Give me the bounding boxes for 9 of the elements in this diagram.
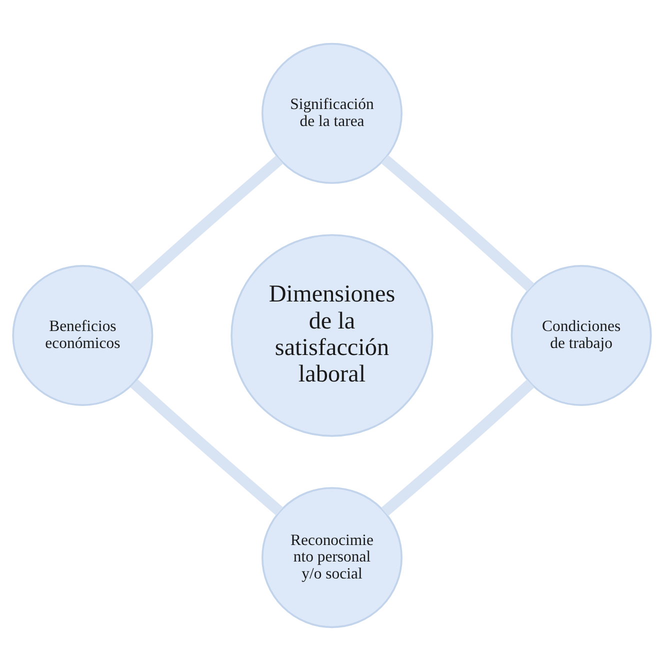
node-circle: Beneficios económicos <box>12 264 154 406</box>
connector <box>381 154 534 292</box>
node-circle: Significación de la tarea <box>262 42 402 184</box>
node-circle: Reconocimie nto personal y/o social <box>262 486 402 628</box>
connector <box>130 378 284 516</box>
node-circle: Dimensiones de la satisfacción laboral <box>230 234 434 436</box>
connector <box>381 378 534 516</box>
connector <box>130 154 284 292</box>
node-circle: Condiciones de trabajo <box>510 264 652 406</box>
